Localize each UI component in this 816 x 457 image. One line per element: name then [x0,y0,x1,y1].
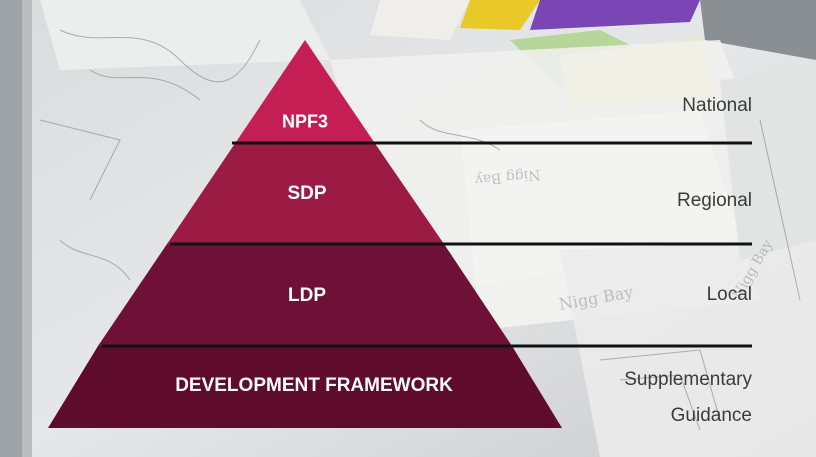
tier-label-ldp: LDP [288,285,326,306]
level-label-supplementary-guidance: Supplementary Guidance [624,362,752,434]
tier-development-framework-shape [48,346,562,428]
level-label-national: National [682,95,752,116]
level-label-supplementary-line1: Supplementary [624,369,752,390]
level-label-regional: Regional [677,190,752,211]
tier-label-sdp: SDP [287,183,327,204]
tier-label-npf3: NPF3 [281,111,329,132]
level-label-supplementary-line2: Guidance [670,405,752,426]
tier-sdp-shape [167,142,444,244]
level-label-local: Local [706,284,752,305]
tier-ldp-shape [98,244,512,346]
svg-text:Nigg Bay: Nigg Bay [474,166,541,188]
tier-label-development-framework: DEVELOPMENT FRAMEWORK [175,375,453,396]
tier-npf3-shape [236,40,374,142]
